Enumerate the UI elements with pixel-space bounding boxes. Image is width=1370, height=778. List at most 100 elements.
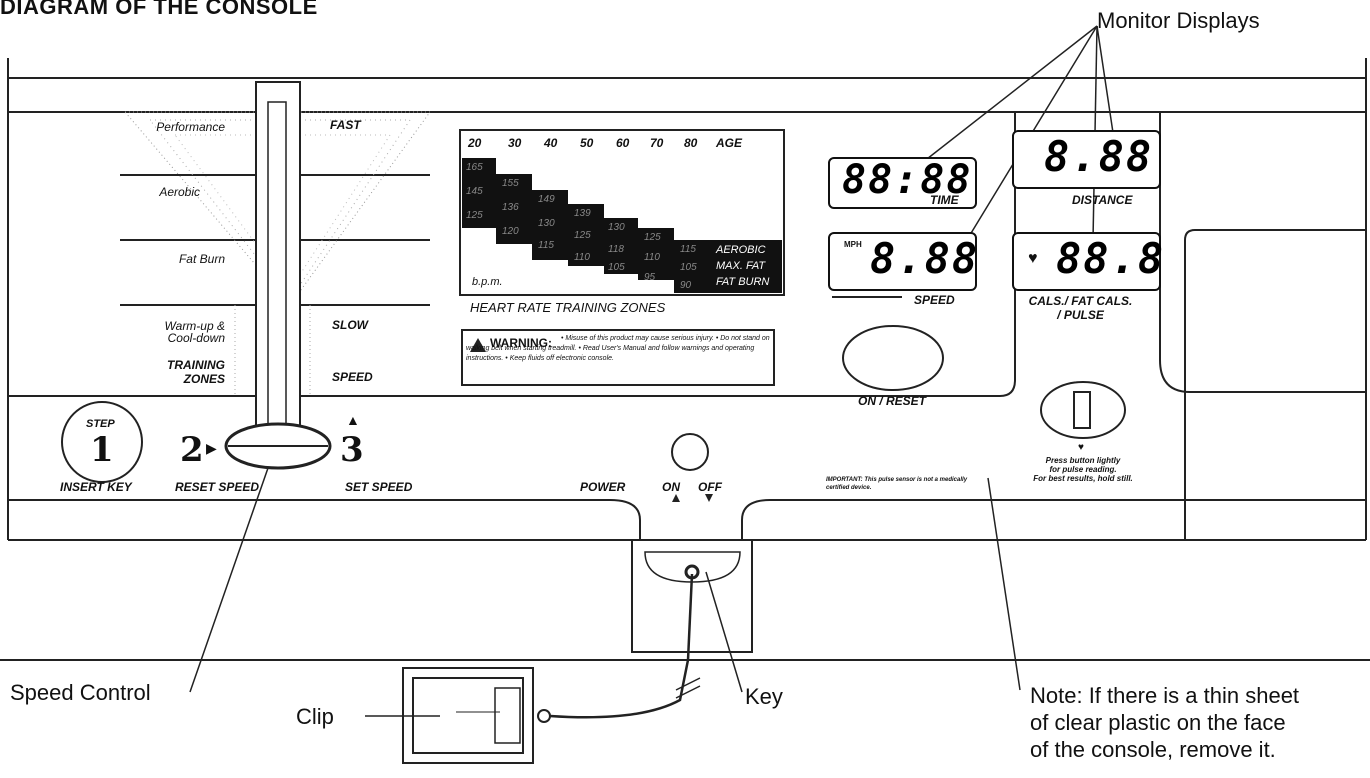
aerobic-20: 165: [466, 162, 483, 173]
distance-digits: 8.88: [1044, 132, 1154, 181]
hr-row-fatburn: FAT BURN: [716, 276, 770, 288]
maxfat-30: 136: [502, 202, 519, 213]
note-callout: Note: If there is a thin sheet of clear …: [1030, 682, 1299, 763]
power-switch[interactable]: [672, 434, 708, 470]
zone-warmup-line-1: Warm-up &: [164, 319, 225, 333]
hr-bar-70: [638, 228, 674, 280]
zone-performance: Performance: [156, 120, 225, 134]
hr-bar-50: [568, 204, 604, 266]
hr-bar-40: [532, 190, 568, 260]
speed-display-label: SPEED: [914, 293, 955, 307]
hr-training-chart: 20 30 40 50 60 70 80 AGE 165 155 149 139…: [460, 130, 784, 295]
aerobic-30: 155: [502, 178, 519, 189]
key-callout: Key: [745, 684, 783, 709]
age-40: 40: [544, 136, 558, 150]
fatburn-60: 105: [608, 262, 625, 273]
aerobic-50: 139: [574, 208, 591, 219]
warning-head: WARNING:: [490, 336, 552, 350]
hr-row-maxfat: MAX. FAT: [716, 260, 766, 272]
pulse-heart-icon: ♥: [1078, 442, 1084, 453]
zone-fat-burn: Fat Burn: [178, 252, 225, 266]
age-label: AGE: [716, 136, 743, 150]
safety-key[interactable]: [680, 560, 704, 584]
age-60: 60: [616, 136, 630, 150]
age-50: 50: [580, 136, 594, 150]
cals-digits: 88.8: [1056, 234, 1166, 283]
speed-control-slider[interactable]: [230, 410, 326, 482]
time-display: 88:88: [828, 157, 977, 209]
set-speed-label: SET SPEED: [345, 480, 413, 494]
maxfat-80: 105: [680, 262, 697, 273]
hr-label-band: [712, 240, 782, 293]
age-70: 70: [650, 136, 664, 150]
hr-bar-80: [674, 240, 712, 293]
bpm-label: b.p.m.: [472, 276, 503, 288]
step-1-number: 1: [90, 430, 114, 470]
fatburn-80: 90: [680, 280, 692, 291]
safety-clip[interactable]: [403, 668, 533, 763]
zone-warmup: Warm-up & Cool-down: [110, 320, 225, 344]
reset-speed-label: RESET SPEED: [175, 480, 260, 494]
diagram-title: DIAGRAM OF THE CONSOLE: [0, 0, 318, 19]
age-20: 20: [468, 136, 482, 150]
training-zones-line-1: TRAINING: [167, 358, 225, 372]
distance-label: DISTANCE: [1072, 193, 1133, 207]
hr-chart-title: HEART RATE TRAINING ZONES: [470, 300, 666, 315]
cals-display: ♥ 88.8: [1012, 232, 1163, 291]
fatburn-30: 120: [502, 226, 519, 237]
important-note: IMPORTANT: This pulse sensor is not a me…: [826, 477, 968, 491]
training-zones-line-2: ZONES: [183, 372, 225, 386]
pulse-line-2: for pulse reading.: [1049, 465, 1117, 474]
aerobic-70: 125: [644, 232, 661, 243]
pulse-instructions: Press button lightly for pulse reading. …: [1022, 456, 1144, 483]
mph-unit: MPH: [844, 240, 862, 249]
aerobic-80: 115: [680, 244, 696, 255]
speed-fast-label: FAST: [330, 118, 361, 132]
step-3-number: 3: [340, 430, 364, 470]
age-30: 30: [508, 136, 522, 150]
clip-callout: Clip: [296, 704, 334, 729]
maxfat-70: 110: [644, 252, 660, 263]
off-label: OFF: [698, 480, 722, 494]
speed-label: SPEED: [332, 370, 373, 384]
fatburn-50: 110: [574, 252, 590, 263]
hr-row-labels: AEROBIC MAX. FAT FAT BURN: [716, 242, 769, 290]
speed-control-callout: Speed Control: [10, 680, 151, 705]
monitor-displays-callout: Monitor Displays: [1097, 8, 1260, 33]
step-word: STEP: [86, 418, 115, 430]
cals-label: CALS./ FAT CALS. / PULSE: [1018, 294, 1143, 322]
step-2-number: 2: [180, 430, 204, 470]
age-80: 80: [684, 136, 698, 150]
step-2-arrow-icon: ▶: [206, 440, 217, 456]
speed-digits: 8.88: [870, 234, 980, 283]
maxfat-50: 125: [574, 230, 591, 241]
warning-text: • Misuse of this product may cause serio…: [466, 335, 770, 362]
hr-bar-30: [496, 174, 532, 244]
hr-row-aerobic: AEROBIC: [716, 244, 766, 256]
aerobic-60: 130: [608, 222, 625, 233]
pulse-line-1: Press button lightly: [1045, 456, 1121, 465]
fatburn-40: 115: [538, 240, 554, 251]
maxfat-40: 130: [538, 218, 555, 229]
note-line-3: of the console, remove it.: [1030, 737, 1276, 762]
note-line-1: Note: If there is a thin sheet: [1030, 683, 1300, 708]
speed-slow-label: SLOW: [332, 318, 368, 332]
cals-label-line-2: / PULSE: [1057, 308, 1104, 322]
on-reset-button[interactable]: [843, 326, 943, 390]
hr-bar-60: [604, 218, 638, 274]
maxfat-60: 118: [608, 244, 624, 255]
training-zones-label: TRAINING ZONES: [110, 358, 225, 386]
fatburn-70: 95: [644, 272, 656, 283]
fatburn-20: 125: [466, 210, 483, 221]
pulse-line-3: For best results, hold still.: [1033, 474, 1133, 483]
on-reset-label: ON / RESET: [858, 394, 927, 408]
cals-label-line-1: CALS./ FAT CALS.: [1028, 294, 1133, 308]
power-label: POWER: [580, 480, 626, 494]
insert-key-label: INSERT KEY: [60, 480, 132, 494]
on-label: ON: [662, 480, 680, 494]
pulse-sensor-button[interactable]: [1041, 382, 1125, 438]
aerobic-40: 149: [538, 194, 555, 205]
heart-icon: ♥: [1028, 250, 1038, 267]
distance-display: 8.88: [1012, 130, 1161, 189]
